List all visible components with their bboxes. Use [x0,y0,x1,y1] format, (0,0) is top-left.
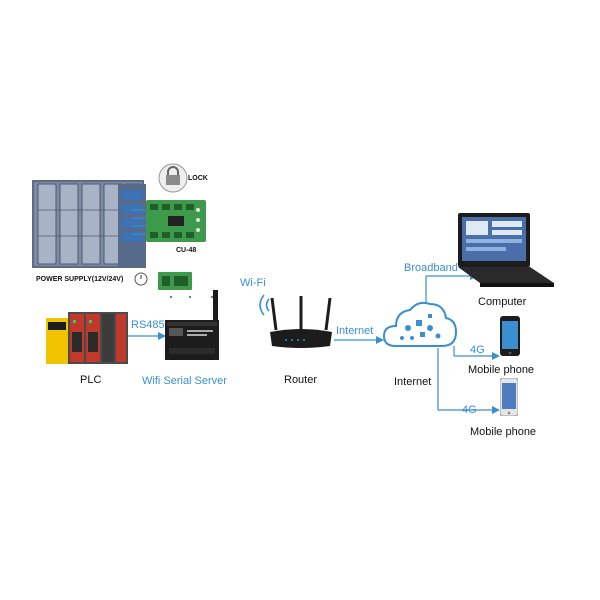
power-supply-label: POWER SUPPLY(12V/24V) [36,276,124,283]
broadband-label: Broadband [404,262,458,274]
board-wiring [132,209,148,235]
lock-icon [158,163,188,193]
board-label: CU-48 [176,247,197,254]
mobile-phone-icon-1 [500,316,520,356]
internet-link-label: Internet [336,325,374,337]
cu48-board [146,200,206,242]
rs485-link [128,332,166,340]
computer-label: Computer [478,296,527,308]
wifi-serial-server-device [165,290,219,360]
fourg-label-2: 4G [462,404,477,416]
router-label: Router [284,374,318,386]
wifi-signal-icon [259,294,270,316]
board-connector-dots [169,295,214,299]
plc-label: PLC [80,374,102,386]
wifi-server-label: Wifi Serial Server [142,375,227,387]
mobile-phone-label-1: Mobile phone [468,364,535,376]
plc-device [46,312,128,364]
power-icon [134,272,148,286]
laptop-icon [458,213,554,287]
wifi-label: Wi-Fi [240,277,266,289]
internet-label: Internet [394,376,432,388]
mobile-phone-icon-2 [500,378,518,416]
router-device [270,296,332,348]
mobile-phone-label-2: Mobile phone [470,426,537,438]
branch-connectors [425,272,500,414]
small-board [158,272,192,290]
cloud-icon [382,301,458,347]
lock-label: LOCK [188,175,208,182]
fourg-label-1: 4G [470,344,485,356]
internet-link [334,336,384,344]
rs485-label: RS485 [131,319,165,331]
